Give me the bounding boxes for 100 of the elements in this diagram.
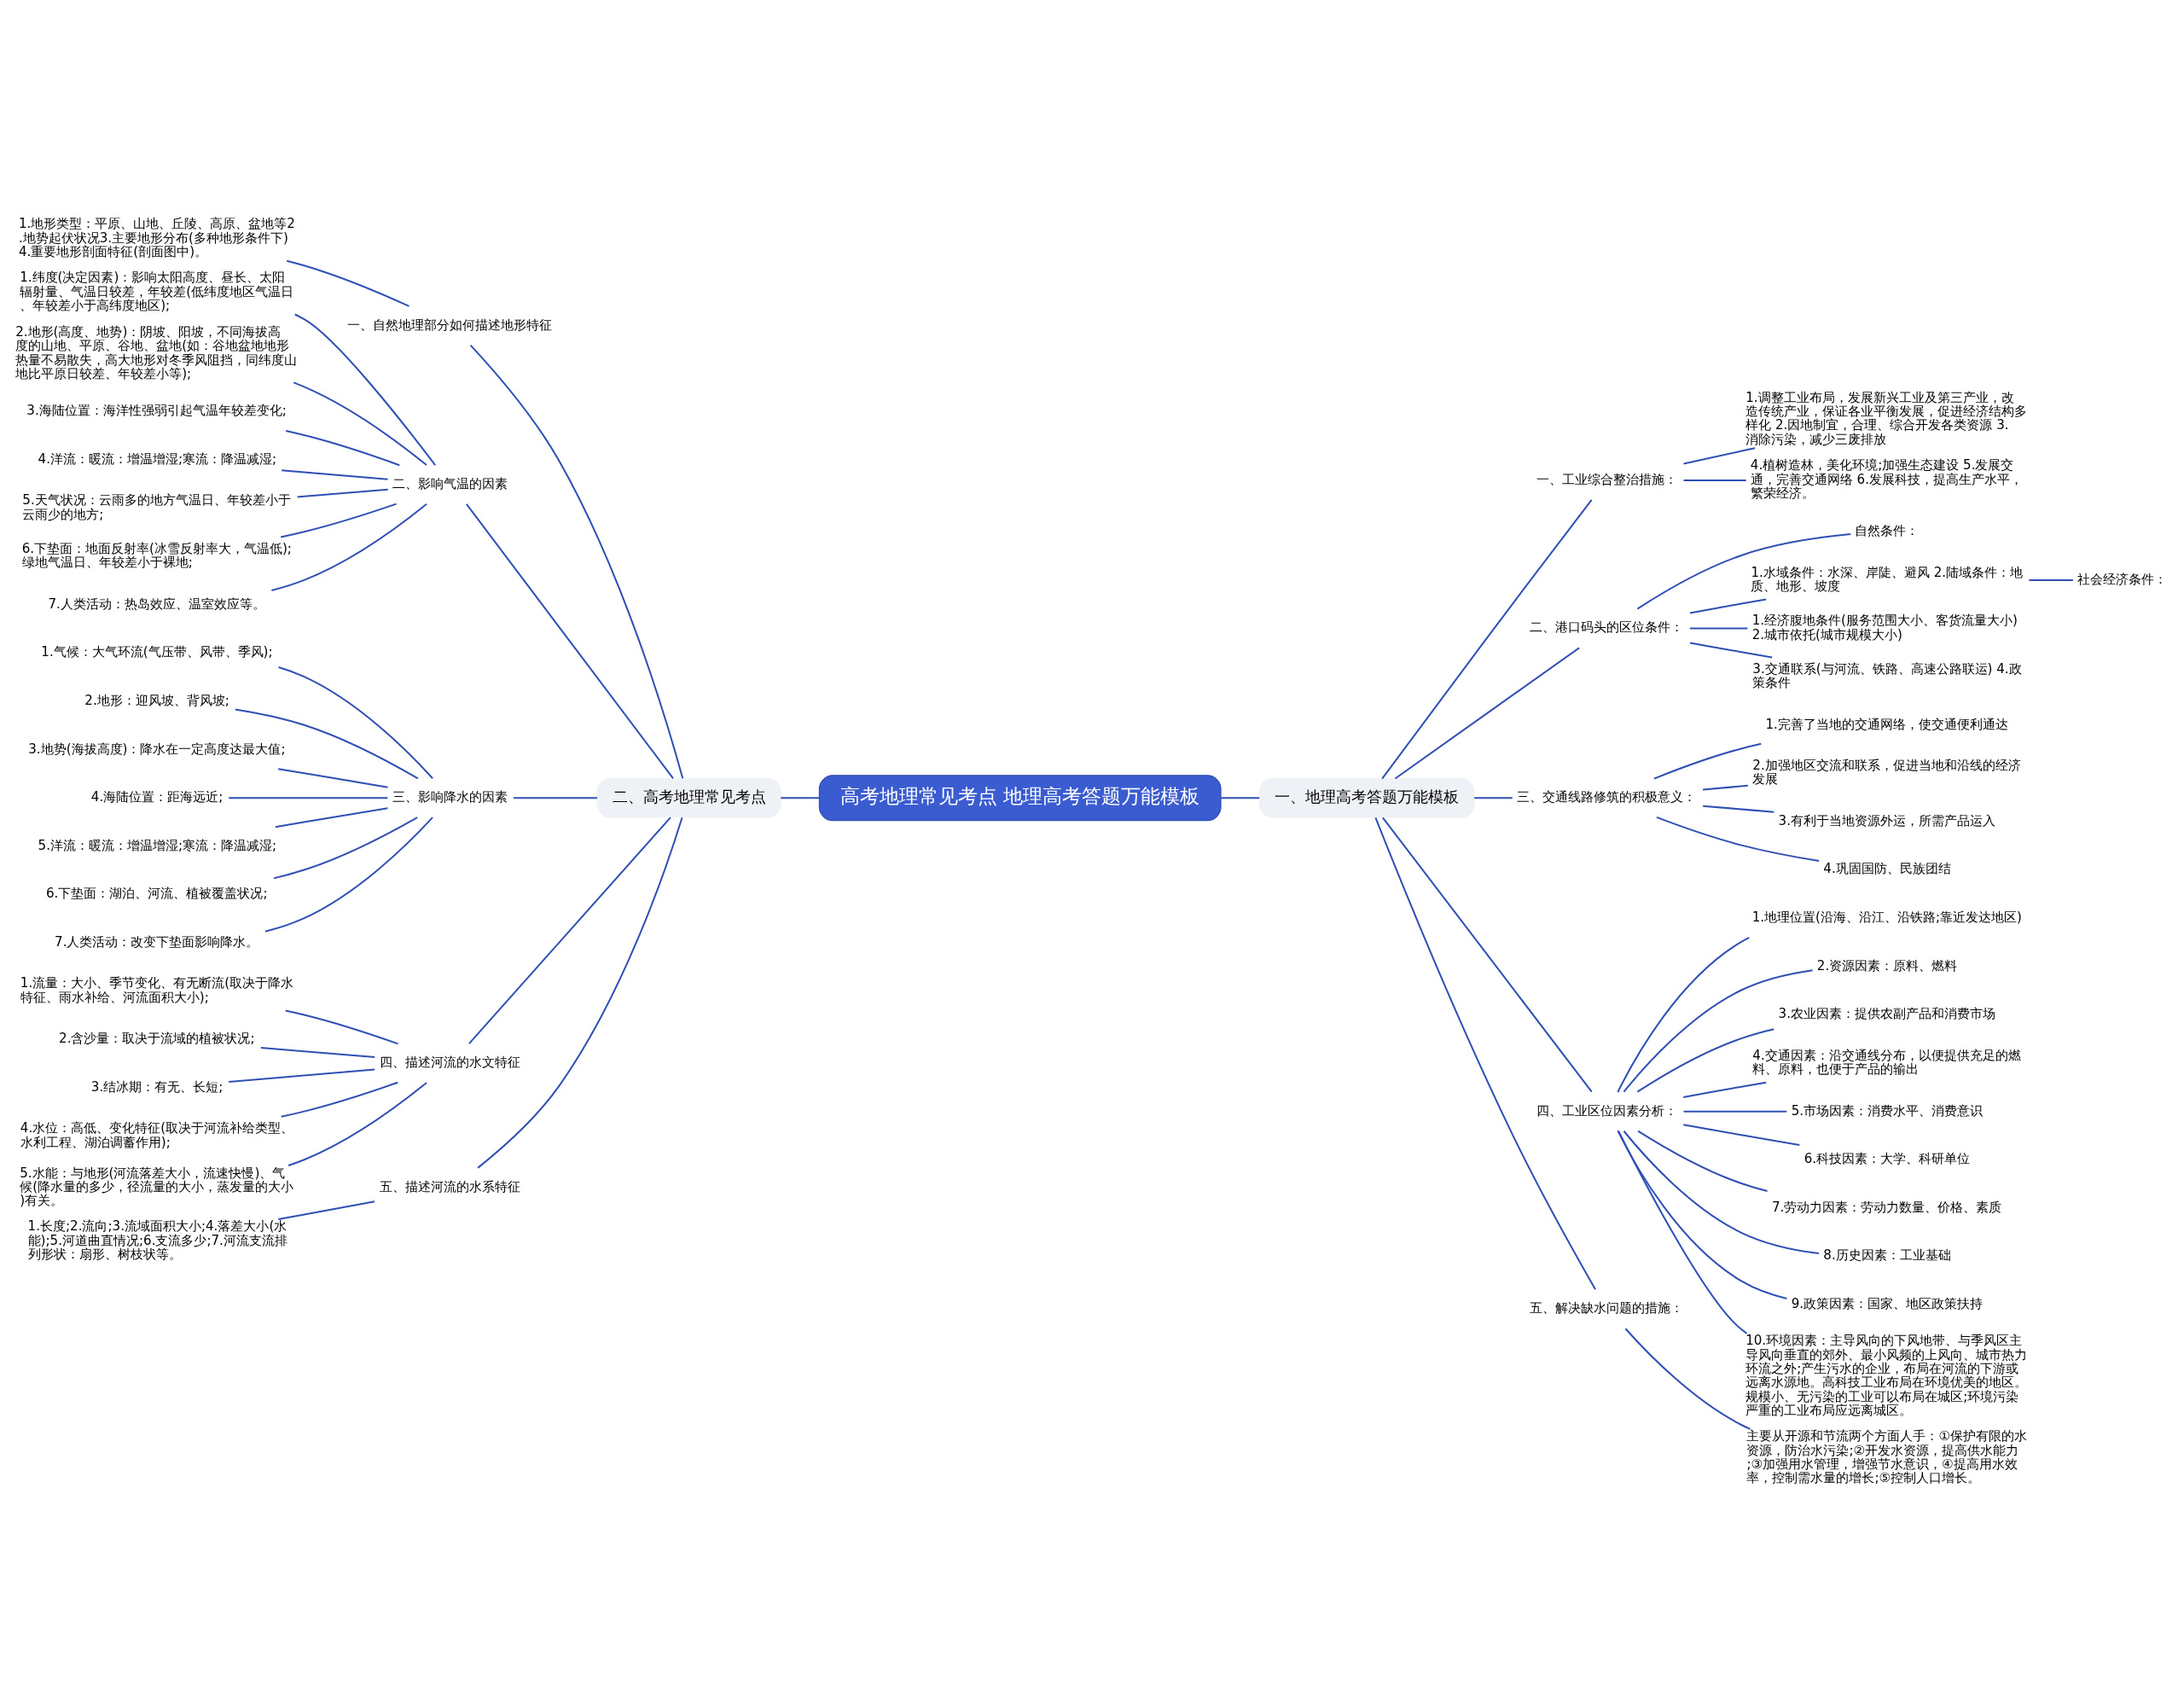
node-text: 3.交通联系(与河流、铁路、高速公路联运) 4.政策条件 [1752, 660, 2022, 690]
connector [1703, 805, 1774, 813]
connector [288, 1081, 427, 1166]
connector [466, 503, 674, 779]
node-text: 9.政策因素：国家、地区政策扶持 [1791, 1295, 1984, 1311]
node-text: 5.洋流：暖流：增温增湿;寒流：降温减湿; [38, 837, 277, 853]
connector [469, 344, 684, 779]
node-text: 四、工业区位因素分析： [1536, 1102, 1677, 1119]
node-text: 4.交通因素：沿交通线分布，以便提供充足的燃料、原料，也便于产品的输出 [1752, 1047, 2021, 1077]
connector [1689, 642, 1773, 658]
connector [513, 796, 597, 799]
node-text: 1.经济腹地条件(服务范围大小、客货流量大小) 2.城市依托(城市规模大小) [1751, 612, 2018, 642]
connector [1656, 816, 1820, 862]
node-text: 1.流量：大小、季节变化、有无断流(取决于降水特征、雨水补给、河流面积大小); [20, 974, 294, 1005]
node-text: 5.水能：与地形(河流落差大小，流速快慢)、气候(降水量的多少，径流量的大小，蒸发量的大小)有关。 [20, 1165, 294, 1208]
connector [285, 429, 400, 466]
node-text: 二、港口码头的区位条件： [1530, 619, 1684, 635]
node-text: 6.下垫面：湖泊、河流、植被覆盖状况; [46, 885, 268, 901]
connector [1653, 742, 1762, 779]
node-text: 2.资源因素：原料、燃料 [1816, 957, 1958, 974]
node-text: 五、解决缺水问题的措施： [1530, 1299, 1684, 1316]
connector [1703, 784, 1748, 790]
node-text: 2.含沙量：取决于流域的植被状况; [59, 1030, 255, 1046]
node-text: 7.劳动力因素：劳动力数量、价格、素质 [1771, 1199, 2002, 1215]
node-box: 二、高考地理常见考点 [596, 777, 781, 818]
connector [1617, 1130, 1787, 1299]
connector [1617, 936, 1750, 1092]
connector [229, 796, 388, 799]
node-text: 4.水位：高低、变化特征(取决于河流补给类型、水利工程、湖泊调蓄作用); [20, 1119, 294, 1150]
node-text: 1.水域条件：水深、岸陡、避风 2.陆域条件：地质、地形、坡度 [1751, 564, 2024, 594]
connector [468, 817, 671, 1044]
connector [1374, 817, 1596, 1290]
connector [235, 707, 419, 779]
node-box: 高考地理常见考点 地理高考答题万能模板 [818, 774, 1222, 821]
node-text: 3.地势(海拔高度)：降水在一定高度达最大值; [28, 741, 286, 757]
node-text: 五、描述河流的水系特征 [379, 1178, 520, 1194]
connector [1221, 796, 1260, 799]
node-text: 自然条件： [1855, 522, 1920, 538]
node-text: 1.气候：大气环流(气压带、风带、季风); [41, 643, 273, 660]
node-text: 10.环境因素：主导风向的下风地带、与季风区主导风向垂直的郊外、最小风频的上风向、城市热力环流之外;产生污水的企业，布局在河流的下游或远离水源地。高科技工业布局在环境优美的地区。规模小、无污染的工业可以布局在城区;环境污染严重的工业布局应远离城区。 [1745, 1332, 2028, 1418]
node-text: 三、影响降水的因素 [392, 788, 508, 805]
node-text: 3.海陆位置：海洋性强弱引起气温年较差变化; [26, 402, 287, 418]
connector [294, 313, 436, 466]
node-text: 6.下垫面：地面反射率(冰雪反射率大，气温低);绿地气温日、年较差小于裸地; [21, 540, 292, 570]
node-text: 7.人类活动：热岛效应、温室效应等。 [48, 596, 265, 612]
connector [278, 1200, 375, 1220]
node-text: 1.长度;2.流向;3.流域面积大小;4.落差大小(水能);5.河道曲直情况;6.支流多少;7.河流支流排列形状：扇形、树枝状等。 [27, 1218, 288, 1262]
connector [1618, 1130, 1748, 1334]
connector [1394, 647, 1580, 779]
node-text: 2.地形：迎风坡、背风坡; [84, 692, 229, 708]
connector [282, 468, 388, 480]
connector [1689, 627, 1748, 629]
connector [278, 666, 433, 779]
connector [1683, 1123, 1800, 1146]
node-text: 3.结冰期：有无、长短; [90, 1078, 224, 1095]
node-text: 1.完善了当地的交通网络，使交通便利通达 [1765, 716, 2008, 732]
node-text: 8.历史因素：工业基础 [1823, 1247, 1951, 1263]
connector [264, 816, 433, 933]
node-text: 4.植树造林，美化环境;加强生态建设 5.发展交通，完善交通网络 6.发展科技，提高生产水平，繁荣经济。 [1750, 456, 2024, 501]
node-text: 6.科技因素：大学、科研单位 [1804, 1150, 1971, 1166]
node-text: 5.市场因素：消费水平、消费意识 [1791, 1102, 1984, 1119]
connector [1637, 1130, 1768, 1192]
connector [1636, 532, 1851, 609]
connector [1623, 968, 1813, 1092]
node-text: 4.海陆位置：距海远近; [90, 788, 224, 805]
connector [275, 806, 388, 828]
connector [277, 767, 388, 788]
node-text: 一、工业综合整治措施： [1536, 471, 1677, 487]
connector [280, 503, 397, 538]
node-text: 一、自然地理部分如何描述地形特征 [346, 317, 552, 333]
node-text: 5.天气状况：云雨多的地方气温日、年较差小于云雨少的地方; [22, 491, 291, 522]
connector [273, 816, 418, 879]
connector [293, 381, 427, 466]
connector [229, 1068, 375, 1083]
node-text: 三、交通线路修筑的积极意义： [1517, 788, 1697, 805]
connector [1683, 1110, 1787, 1113]
connector [281, 1081, 398, 1118]
connector [1683, 1081, 1767, 1098]
node-text: 主要从开源和节流两个方面人手：①保护有限的水资源，防治水污染;②开发水资源，提高供水能力;③加强用水管理，增强节水意识，④提高用水效率，控制需水量的增长;⑤控制人口增长。 [1746, 1427, 2027, 1485]
node-text: 1.地形类型：平原、山地、丘陵、高原、盆地等2.地势起伏状况3.主要地形分布(多种地形条件下)4.重要地形剖面特征(剖面图中)。 [18, 215, 295, 259]
node-box: 一、地理高考答题万能模板 [1258, 777, 1475, 818]
node-text: 7.人类活动：改变下垫面影响降水。 [55, 933, 259, 950]
connector [286, 259, 410, 307]
node-text: 四、描述河流的水文特征 [379, 1054, 520, 1070]
connector [2029, 578, 2073, 581]
connector [1623, 1130, 1820, 1254]
node-text: 2.地形(高度、地势)：阴坡、阳坡，不同海拔高度的山地、平原、谷地、盆地(如：谷地盆地地形热量不易散失，高大地形对冬季风阻挡，同纬度山地比平原日较差、年较差小等); [15, 323, 298, 381]
node-text: 3.农业因素：提供农副产品和消费市场 [1778, 1005, 1995, 1021]
connector [477, 817, 683, 1169]
node-text: 3.有利于当地资源外运，所需产品运入 [1778, 812, 1995, 828]
connector [1381, 498, 1593, 779]
connector [1382, 817, 1593, 1092]
node-text: 1.调整工业布局，发展新兴工业及第三产业，改造传统产业，保证各业平衡发展，促进经济结构多样化 2.因地制宜，合理、综合开发各类资源 3.消除污染，减少三废排放 [1745, 389, 2028, 447]
connector [1683, 479, 1746, 481]
node-text: 4.洋流：暖流：增温增湿;寒流：降温减湿; [38, 450, 277, 467]
node-text: 1.地理位置(沿海、沿江、沿铁路;靠近发达地区) [1751, 909, 2022, 925]
node-text: 社会经济条件： [2077, 571, 2167, 587]
node-text: 二、影响气温的因素 [392, 475, 508, 491]
node-text: 4.巩固国防、民族团结 [1823, 860, 1951, 876]
connector [781, 796, 820, 799]
